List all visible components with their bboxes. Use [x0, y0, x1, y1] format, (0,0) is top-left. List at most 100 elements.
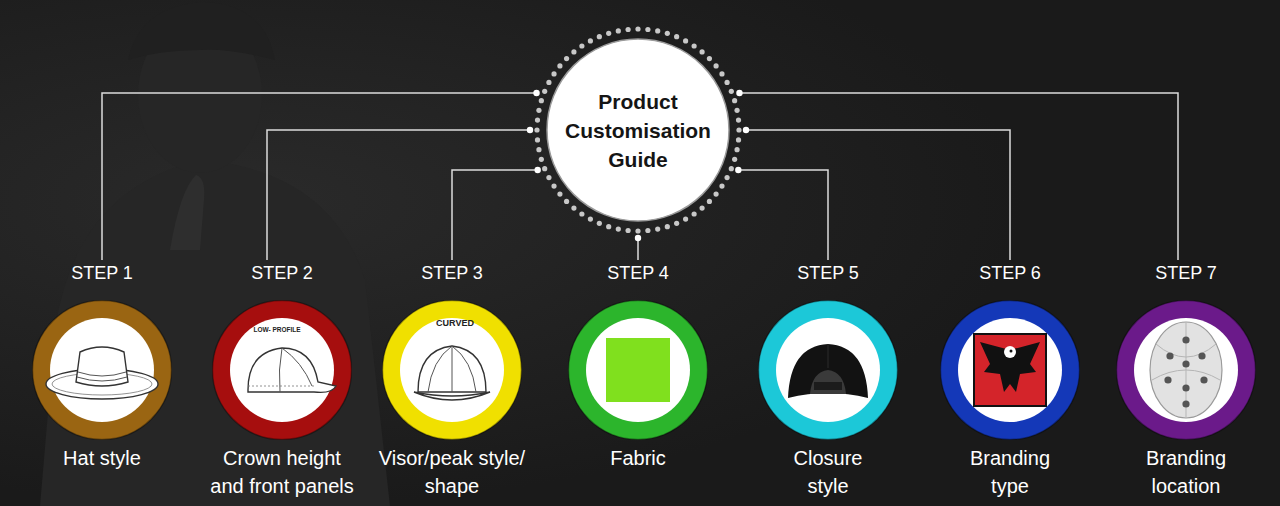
step-ring — [759, 301, 898, 440]
ring-dot — [551, 184, 556, 189]
ring-dot — [564, 199, 569, 204]
ring-dot — [734, 147, 739, 152]
ring-dot — [692, 43, 697, 48]
step-disc — [958, 318, 1062, 422]
ring-dot — [597, 221, 602, 226]
step-circle — [758, 300, 898, 440]
step-caption: Fabric — [563, 444, 713, 472]
junction-dot — [527, 127, 533, 133]
connector-line — [738, 170, 828, 260]
bucket-illustration — [46, 347, 158, 399]
step-node: STEP 2 Crown height and front panels — [202, 260, 362, 500]
ring-dot — [683, 38, 688, 43]
step-number: STEP 5 — [797, 260, 859, 286]
ring-dot — [626, 27, 631, 32]
step-caption: Crown height and front panels — [204, 444, 360, 500]
step-disc — [586, 318, 690, 422]
step-caption: Visor/peak style/ shape — [374, 444, 530, 500]
ring-dot — [588, 216, 593, 221]
step-node: STEP 7Branding location — [1106, 260, 1266, 500]
connector-line — [452, 170, 538, 260]
step-circle — [568, 300, 708, 440]
ring-dot — [736, 127, 741, 132]
ring-dot — [674, 221, 679, 226]
connector-line — [267, 130, 530, 260]
connector-line — [102, 93, 537, 260]
step-circle — [212, 300, 352, 440]
ring-dot — [707, 199, 712, 204]
ring-dot — [655, 28, 660, 33]
step-caption: Branding type — [955, 444, 1065, 500]
ring-dot — [732, 157, 737, 162]
ring-dot — [606, 224, 611, 229]
ring-dot — [557, 191, 562, 196]
junction-dot — [743, 127, 749, 133]
ring-dot — [579, 43, 584, 48]
fabric-illustration — [606, 338, 670, 402]
ring-dot — [534, 127, 539, 132]
front-illustration — [414, 346, 490, 400]
back-illustration — [788, 344, 868, 398]
step-number: STEP 1 — [71, 260, 133, 286]
step-ring — [569, 301, 708, 440]
step-number: STEP 2 — [251, 260, 313, 286]
patch-illustration — [974, 334, 1046, 406]
ring-dot — [535, 118, 540, 123]
hub-node: Product Customisation Guide — [530, 22, 746, 238]
ring-dot — [732, 98, 737, 103]
ring-dot — [542, 89, 547, 94]
ring-dot — [616, 226, 621, 231]
step-ring — [383, 301, 522, 440]
ring-dot — [535, 137, 540, 142]
ring-dot — [536, 108, 541, 113]
step-disc — [50, 318, 154, 422]
step-node: STEP 3 Visor/peak style/ shape — [372, 260, 532, 500]
ring-dot — [736, 137, 741, 142]
step-number: STEP 4 — [607, 260, 669, 286]
step-disc — [1134, 318, 1238, 422]
ring-dot — [635, 26, 640, 31]
ring-dot — [626, 228, 631, 233]
ring-dot — [536, 147, 541, 152]
hub-disc — [547, 39, 729, 221]
step-ring — [1117, 301, 1256, 440]
ring-dot — [645, 228, 650, 233]
side-illustration — [248, 348, 336, 392]
step-node: STEP 5Closure style — [748, 260, 908, 500]
junction-dot — [635, 235, 641, 241]
ring-dot — [588, 38, 593, 43]
ring-dot — [719, 184, 724, 189]
ring-dot — [674, 34, 679, 39]
ring-dot — [713, 191, 718, 196]
ring-dot — [546, 80, 551, 85]
ring-dot — [579, 211, 584, 216]
step-caption: Hat style — [27, 444, 177, 472]
ring-dot — [692, 211, 697, 216]
step-ring — [33, 301, 172, 440]
ring-dot — [699, 49, 704, 54]
ring-dot — [564, 56, 569, 61]
step-disc — [400, 318, 504, 422]
step-circle — [32, 300, 172, 440]
ring-dot — [707, 56, 712, 61]
ring-dot — [719, 71, 724, 76]
ring-dot — [729, 89, 734, 94]
step-circle — [1116, 300, 1256, 440]
step-number: STEP 3 — [421, 260, 483, 286]
step-ring — [213, 301, 352, 440]
ring-dot — [683, 216, 688, 221]
step-node: STEP 4 Fabric — [558, 260, 718, 472]
ring-dot — [551, 71, 556, 76]
ring-dot — [539, 157, 544, 162]
junction-dot — [735, 167, 741, 173]
illustration-label: LOW- PROFILE — [253, 326, 300, 333]
ring-dot — [616, 28, 621, 33]
ring-dot — [734, 108, 739, 113]
ring-dot — [665, 224, 670, 229]
ring-dot — [713, 63, 718, 68]
connector-line — [739, 93, 1178, 260]
ring-dot — [542, 166, 547, 171]
ring-dot — [571, 205, 576, 210]
